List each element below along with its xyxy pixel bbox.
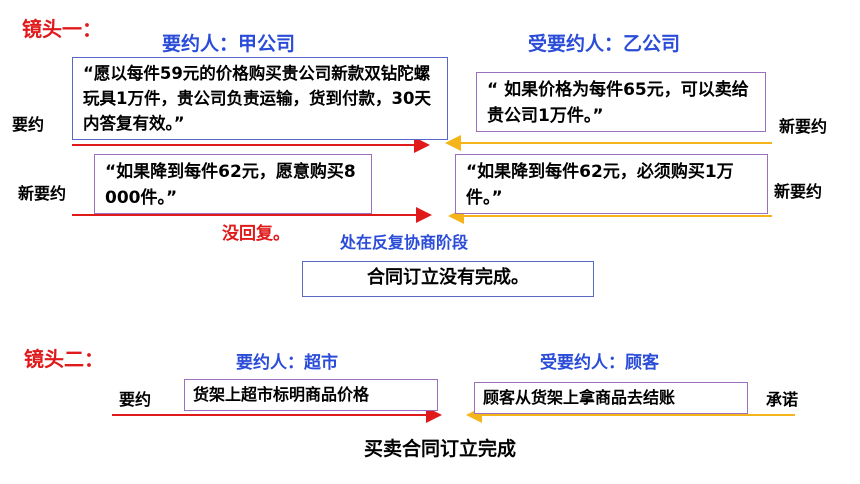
- offer-box-a: “愿以每件59元的价格购买贵公司新款双钻陀螺玩具1万件，贵公司负责运输，货到付款…: [72, 57, 448, 140]
- scene2-offer-label: 要约: [119, 390, 152, 409]
- counter-offer-box-c: “如果降到每件62元，愿意购买8 000件。”: [94, 154, 372, 214]
- customer-acceptance-box: 顾客从货架上拿商品去结账: [474, 382, 748, 414]
- scene1-label: 镜头一：: [22, 17, 102, 41]
- scene1-left-label-2: 新要约: [18, 184, 67, 203]
- counter-offer-box-d: “如果降到每件62元，必须购买1万件。”: [455, 154, 768, 214]
- scene1-offeree: 受要约人：乙公司: [528, 33, 681, 55]
- counter-offer-box-b: “ 如果价格为每件65元，可以卖给贵公司1万件。”: [476, 72, 766, 132]
- scene1-conclusion: 合同订立没有完成。: [302, 261, 594, 297]
- scene1-offeror: 要约人：甲公司: [162, 33, 296, 55]
- scene1-right-label-2: 新要约: [774, 182, 823, 201]
- supermarket-offer-box: 货架上超市标明商品价格: [184, 379, 438, 411]
- negotiation-stage-note: 处在反复协商阶段: [340, 233, 469, 252]
- scene2-acceptance-label: 承诺: [766, 390, 799, 409]
- scene1-right-label-1: 新要约: [779, 117, 828, 136]
- scene2-conclusion: 买卖合同订立完成: [364, 438, 517, 460]
- no-reply-note: 没回复。: [222, 224, 290, 244]
- scene2-offeree: 受要约人：顾客: [540, 353, 659, 373]
- scene1-left-label-1: 要约: [12, 115, 45, 134]
- scene2-label: 镜头二：: [24, 347, 104, 371]
- scene2-offeror: 要约人：超市: [236, 353, 338, 373]
